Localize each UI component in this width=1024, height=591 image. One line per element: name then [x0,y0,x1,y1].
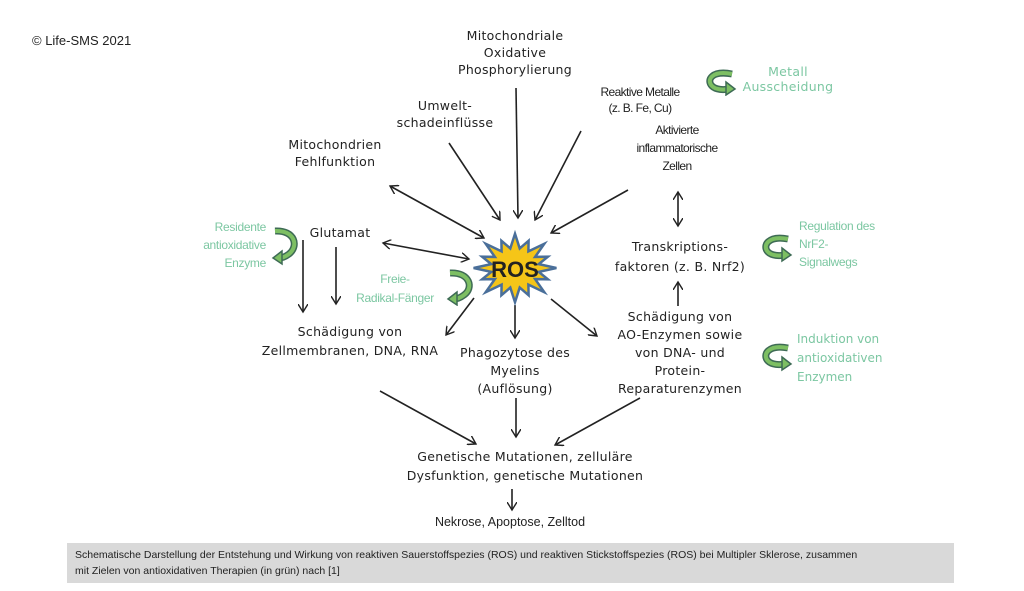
therapy-line: NrF2- [799,237,829,251]
node-line: Fehlfunktion [294,154,376,169]
copyright-notice: © Life-SMS 2021 [32,33,132,48]
therapy-line: Enzymen [797,370,853,384]
node-line: Phosphorylierung [457,62,573,77]
therapy-metall: Metall Ausscheidung [733,64,843,94]
arrow-oxphos-ros [516,87,518,218]
node-line: Schädigung von [627,309,733,324]
node-line: Zellmembranen, DNA, RNA [261,343,439,358]
arrow-schaed-genet [379,390,476,444]
node-schaed-membran: Schädigung von Zellmembranen, DNA, RNA [255,322,445,360]
node-line: Schädigung von [297,324,403,339]
node-line: Glutamat [309,225,371,240]
node-phagozytose: Phagozytose des Myelins (Auflösung) [450,344,580,398]
node-glutamat: Glutamat [300,224,380,241]
curved-arrow-icon [762,343,793,372]
node-mito-oxphos: Mitochondriale Oxidative Phosphorylierun… [440,27,590,78]
arrow-inflamm-ros [551,189,629,233]
node-genetisch: Genetische Mutationen, zelluläre Dysfunk… [400,447,650,485]
therapy-line: antioxidativen [797,351,883,365]
therapy-line: Signalwegs [799,255,858,269]
curved-arrow-icon [271,227,298,266]
node-line: Aktivierte [655,123,699,137]
node-line: Reparaturenzymen [617,381,743,396]
node-mito-fehl: Mitochondrien Fehlfunktion [270,136,400,170]
node-metalle: Reaktive Metalle (z. B. Fe, Cu) [585,84,695,116]
therapy-nrf2: Regulation des NrF2- Signalwegs [799,217,899,271]
node-line: Phagozytose des [459,345,571,360]
node-line: AO-Enzymen sowie [617,327,743,342]
node-inflamm: Aktivierte inflammatorische Zellen [612,121,742,175]
arrow-metalle-ros [535,130,582,220]
node-line: schadeinflüsse [396,115,494,130]
curved-arrow-icon [762,234,793,263]
node-line: Dysfunktion, genetische Mutationen [406,468,644,483]
curved-arrow-icon [706,69,737,96]
node-line: Mitochondriale [466,28,564,43]
node-line: faktoren (z. B. Nrf2) [614,259,746,274]
ros-burst: ROS [473,229,557,307]
node-line: Umwelt- [417,98,473,113]
ros-label: ROS [491,257,539,282]
node-line: (z. B. Fe, Cu) [608,101,673,115]
arrow-ros-ao [550,298,597,336]
node-line: Nekrose, Apoptose, Zelltod [434,515,586,529]
node-line: Reaktive Metalle [600,85,680,99]
arrow-ao-genet [555,397,641,445]
node-line: Mitochondrien [288,137,382,152]
node-nekrose: Nekrose, Apoptose, Zelltod [410,514,610,530]
node-line: Zellen [662,159,692,173]
caption-line: mit Zielen von antioxidativen Therapien … [75,565,340,577]
therapy-line: Freie- [380,272,410,286]
therapy-line: Residente [214,220,267,234]
node-schaed-ao: Schädigung von AO-Enzymen sowie von DNA-… [600,308,760,398]
therapy-line: Enzyme [224,256,266,270]
therapy-induktion: Induktion von antioxidativen Enzymen [797,330,897,387]
therapy-line: Ausscheidung [742,79,834,94]
therapy-resident: Residente antioxidative Enzyme [196,218,266,272]
node-line: Myelins [490,363,540,378]
node-line: (Auflösung) [477,381,553,396]
node-transkription: Transkriptions- faktoren (z. B. Nrf2) [600,237,760,277]
therapy-radikal: Freie- Radikal-Fänger [350,270,440,308]
node-line: Oxidative [483,45,547,60]
curved-arrow-icon [446,269,473,306]
therapy-line: Metall [768,64,808,79]
therapy-line: Radikal-Fänger [356,291,434,305]
node-line: Genetische Mutationen, zelluläre [417,449,633,464]
node-umwelt: Umwelt- schadeinflüsse [380,97,510,131]
caption-line: Schematische Darstellung der Entstehung … [75,549,858,561]
arrow-ros-schaed [446,297,475,335]
arrow-glutamat-ros [383,243,469,259]
therapy-line: Regulation des [799,219,875,233]
arrow-mitofehl-ros [390,186,484,238]
node-line: Transkriptions- [631,239,729,254]
figure-caption: Schematische Darstellung der Entstehung … [67,543,954,583]
node-line: Protein- [654,363,706,378]
arrow-umwelt-ros [448,142,500,220]
node-line: von DNA- und [634,345,726,360]
node-line: inflammatorische [636,141,718,155]
therapy-line: antioxidative [203,238,266,252]
therapy-line: Induktion von [797,332,880,346]
